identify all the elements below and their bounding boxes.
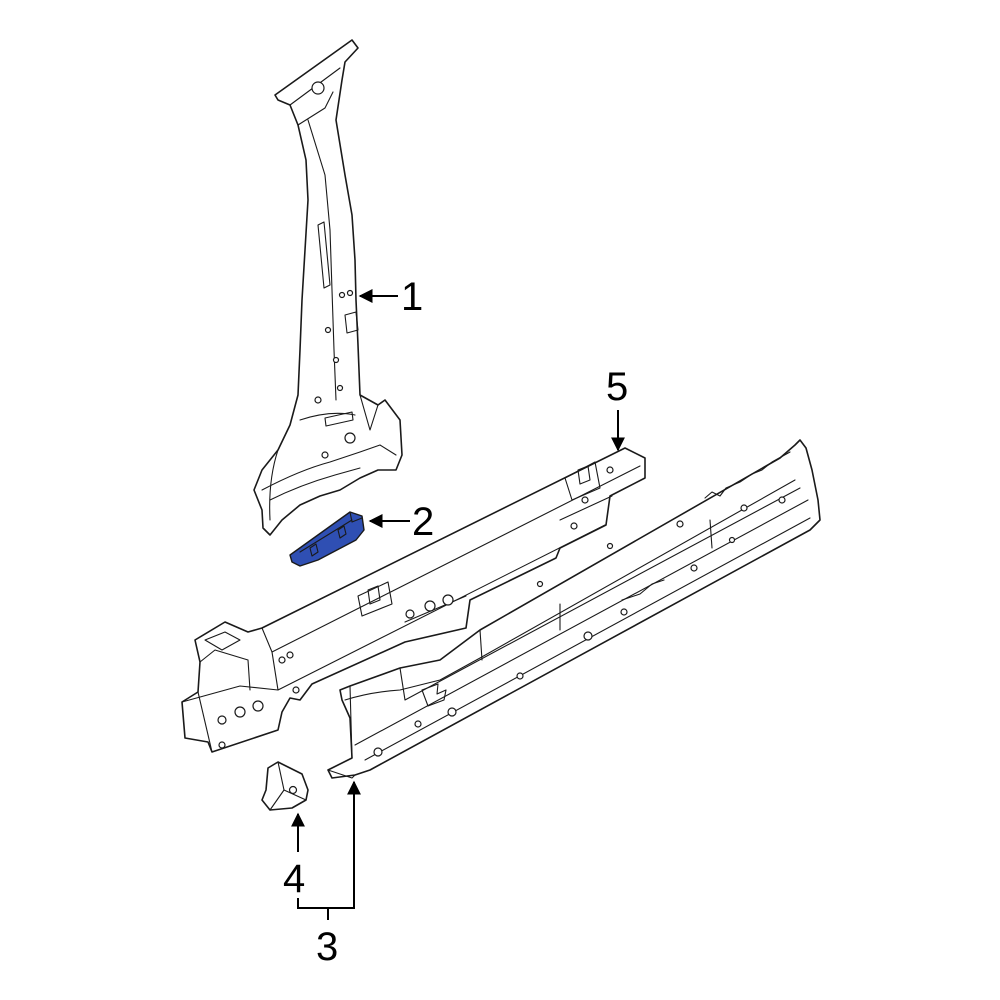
callout-1-label: 1 xyxy=(401,275,423,319)
part-4-small-bracket[interactable] xyxy=(261,761,309,811)
part-3-outer-rocker[interactable] xyxy=(327,439,821,779)
callout-2-label: 2 xyxy=(412,500,434,544)
callout-4-label: 4 xyxy=(283,857,305,901)
callout-1[interactable]: 1 xyxy=(358,275,423,319)
callout-3-bracket xyxy=(297,790,355,909)
callout-5-label: 5 xyxy=(606,365,628,409)
callout-2[interactable]: 2 xyxy=(368,500,434,544)
part-1-b-pillar[interactable] xyxy=(253,39,403,536)
callout-3[interactable]: 3 xyxy=(297,780,361,969)
callout-4[interactable]: 4 xyxy=(283,812,305,901)
callout-3-label: 3 xyxy=(316,925,338,969)
part-5-inner-rocker[interactable] xyxy=(181,447,646,753)
callout-5[interactable]: 5 xyxy=(606,365,628,452)
part-2-bracket[interactable] xyxy=(289,511,365,567)
